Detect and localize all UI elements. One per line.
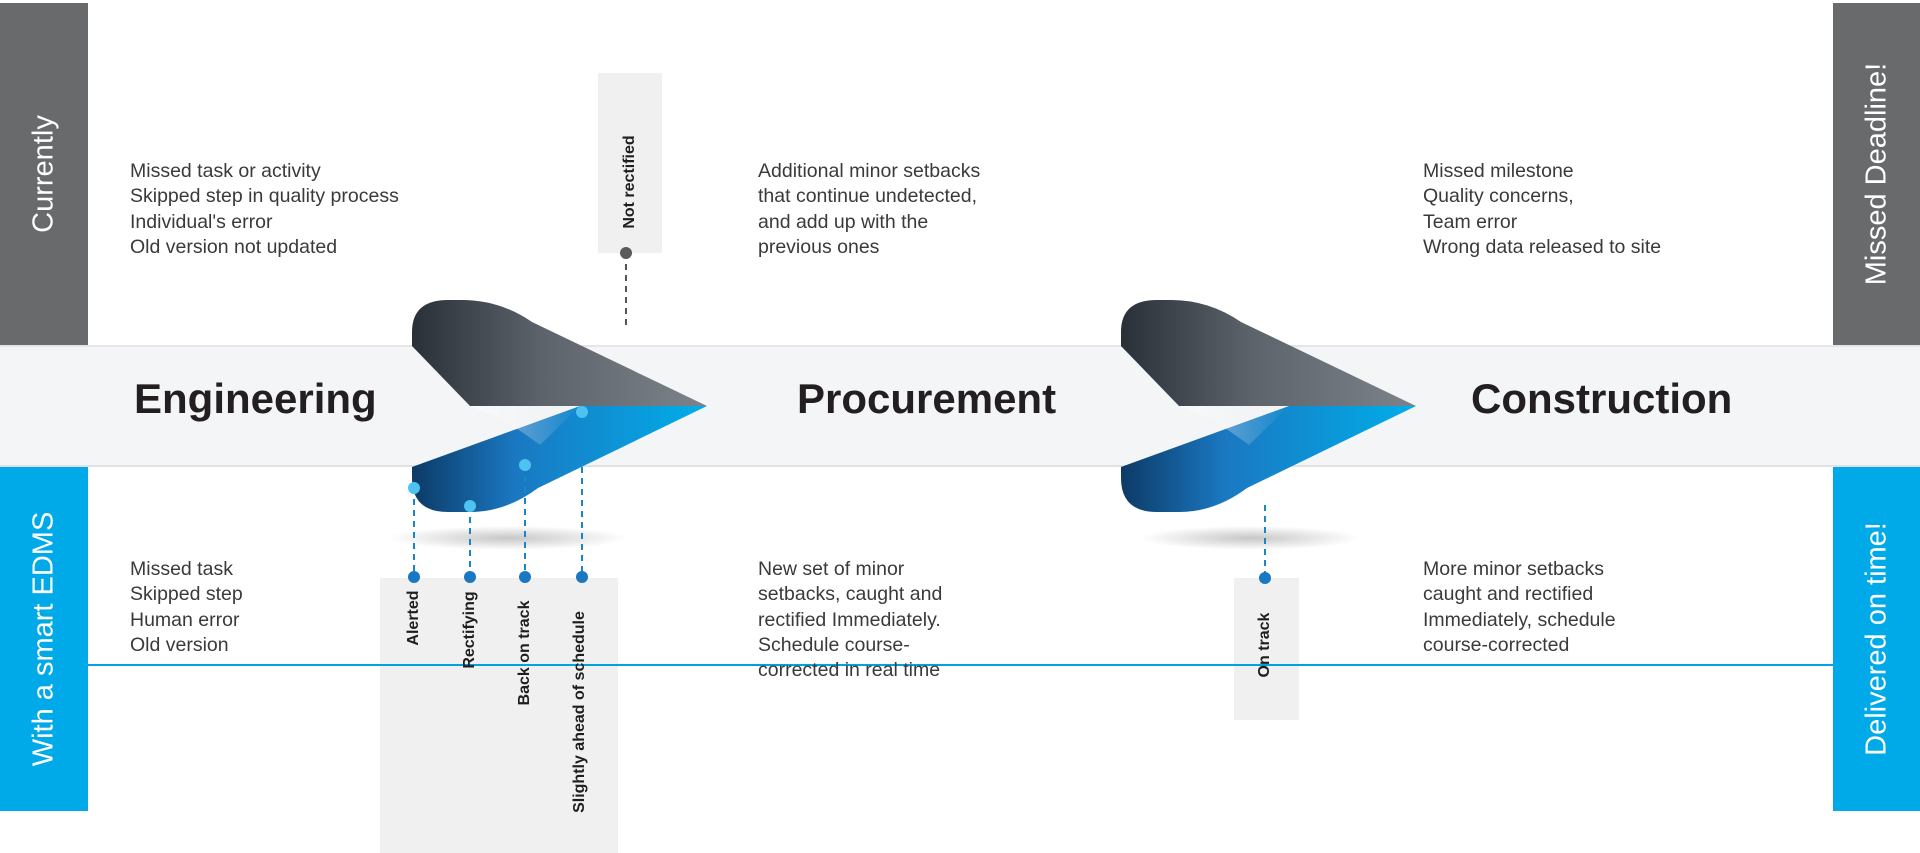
smart-edms-panel: With a smart EDMS [0, 467, 88, 811]
chevron-engineering [388, 300, 707, 550]
on-track-label: On track [1256, 612, 1273, 678]
currently-construction-notes: Missed milestone Quality concerns, Team … [1423, 160, 1662, 258]
on-track-box [1234, 578, 1299, 720]
phase-engineering: Engineering [134, 375, 377, 422]
phase-band [0, 345, 1920, 467]
delivered-panel: Delivered on time! [1833, 467, 1920, 811]
rectifying-label: Rectifying [461, 591, 478, 669]
missed-deadline-panel: Missed Deadline! [1833, 3, 1920, 345]
phase-procurement: Procurement [797, 375, 1057, 422]
ahead-of-schedule-label: Slightly ahead of schedule [571, 611, 588, 813]
chevron-procurement [1121, 300, 1416, 550]
currently-engineering-notes: Missed task or activity Skipped step in … [130, 160, 399, 258]
smart-construction-notes: More minor setbacks caught and rectified… [1423, 558, 1616, 656]
alerted-label: Alerted [405, 590, 422, 646]
back-on-track-label: Back on track [516, 600, 533, 706]
smart-engineering-notes: Missed task Skipped step Human error Old… [130, 558, 243, 656]
phase-construction: Construction [1471, 375, 1733, 422]
currently-panel: Currently [0, 3, 88, 345]
not-rectified-box [598, 73, 662, 253]
markers-box [380, 578, 618, 853]
smart-procurement-notes: New set of minor setbacks, caught and re… [758, 558, 943, 682]
currently-procurement-notes: Additional minor setbacks that continue … [758, 160, 981, 258]
not-rectified-label: Not rectified [621, 135, 638, 229]
